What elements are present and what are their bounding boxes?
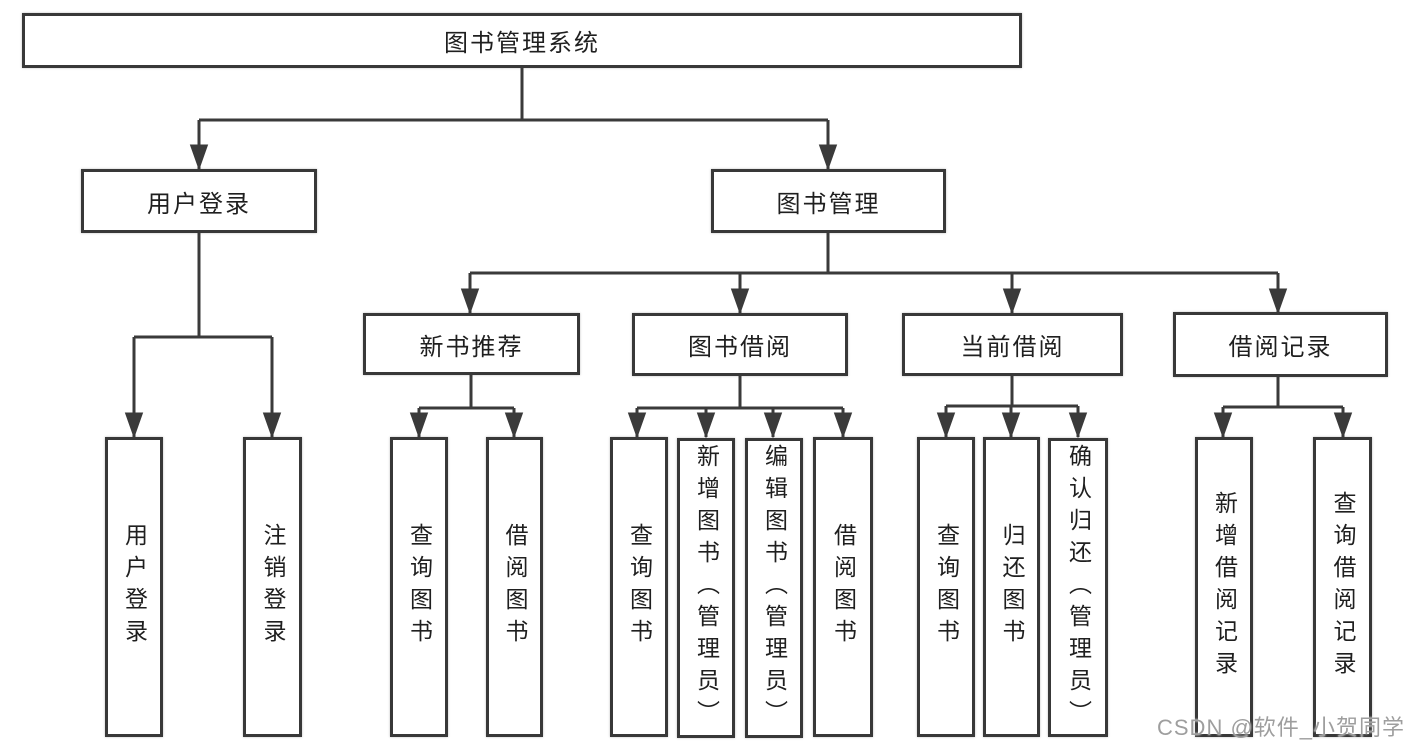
node-leaf-logout: 注销登录: [243, 437, 302, 737]
connector-newbookrec-bar: [419, 375, 514, 410]
node-leaf-query-book-3: 查询图书: [917, 437, 975, 737]
node-leaf-borrow-book-2: 借阅图书: [813, 437, 873, 737]
node-leaf-add-borrow-record: 新增借阅记录: [1195, 437, 1253, 737]
node-leaf-add-book-admin: 新增图书（管理员）: [677, 438, 735, 738]
node-leaf-confirm-return-admin-label: 确认归还（管理员）: [1065, 443, 1092, 732]
csdn-watermark: CSDN @软件_小贺同学: [1157, 715, 1405, 740]
connector-borrowrecord-bar: [1223, 377, 1343, 409]
node-leaf-user-login: 用户登录: [105, 437, 163, 737]
connector-bookmgmt-bar: [470, 233, 1278, 275]
connector-bookborrow-bar: [637, 376, 843, 410]
node-leaf-confirm-return-admin: 确认归还（管理员）: [1048, 438, 1108, 737]
node-library-system-label: 图书管理系统: [444, 30, 600, 57]
node-borrowing-records: 借阅记录: [1173, 312, 1388, 377]
node-leaf-query-book-1-label: 查询图书: [406, 523, 433, 651]
connector-userlogin-bar: [134, 233, 272, 339]
node-book-management: 图书管理: [711, 169, 946, 233]
connector-currentborrow-bar: [946, 376, 1078, 408]
node-leaf-borrow-book-2-label: 借阅图书: [830, 523, 857, 651]
node-user-login: 用户登录: [81, 169, 317, 233]
node-leaf-return-book-label: 归还图书: [999, 523, 1025, 651]
node-leaf-user-login-label: 用户登录: [121, 523, 148, 651]
node-leaf-logout-label: 注销登录: [260, 523, 286, 651]
node-leaf-query-borrow-record: 查询借阅记录: [1313, 437, 1372, 737]
node-leaf-query-book-2-label: 查询图书: [626, 523, 653, 651]
node-new-book-recommend: 新书推荐: [363, 313, 580, 375]
node-leaf-add-borrow-record-label: 新增借阅记录: [1211, 491, 1238, 683]
node-leaf-edit-book-admin: 编辑图书（管理员）: [745, 438, 803, 738]
node-leaf-query-book-3-label: 查询图书: [933, 523, 960, 651]
node-current-borrowing: 当前借阅: [902, 313, 1123, 376]
node-leaf-borrow-book-1-label: 借阅图书: [502, 523, 528, 651]
connector-root-bar: [199, 68, 828, 122]
node-leaf-borrow-book-1: 借阅图书: [486, 437, 543, 737]
node-library-system: 图书管理系统: [22, 13, 1022, 68]
node-leaf-edit-book-admin-label: 编辑图书（管理员）: [761, 444, 788, 732]
node-leaf-add-book-admin-label: 新增图书（管理员）: [693, 444, 720, 732]
node-book-borrowing: 图书借阅: [632, 313, 848, 376]
node-book-management-label: 图书管理: [776, 190, 881, 218]
node-leaf-query-book-2: 查询图书: [610, 437, 668, 737]
node-leaf-query-borrow-record-label: 查询借阅记录: [1330, 491, 1356, 683]
node-leaf-query-book-1: 查询图书: [390, 437, 448, 737]
node-user-login-label: 用户登录: [147, 190, 251, 218]
node-leaf-return-book: 归还图书: [983, 437, 1040, 737]
node-current-borrowing-label: 当前借阅: [960, 334, 1065, 361]
node-new-book-recommend-label: 新书推荐: [419, 333, 524, 361]
node-borrowing-records-label: 借阅记录: [1228, 334, 1333, 361]
node-book-borrowing-label: 图书借阅: [688, 334, 792, 361]
